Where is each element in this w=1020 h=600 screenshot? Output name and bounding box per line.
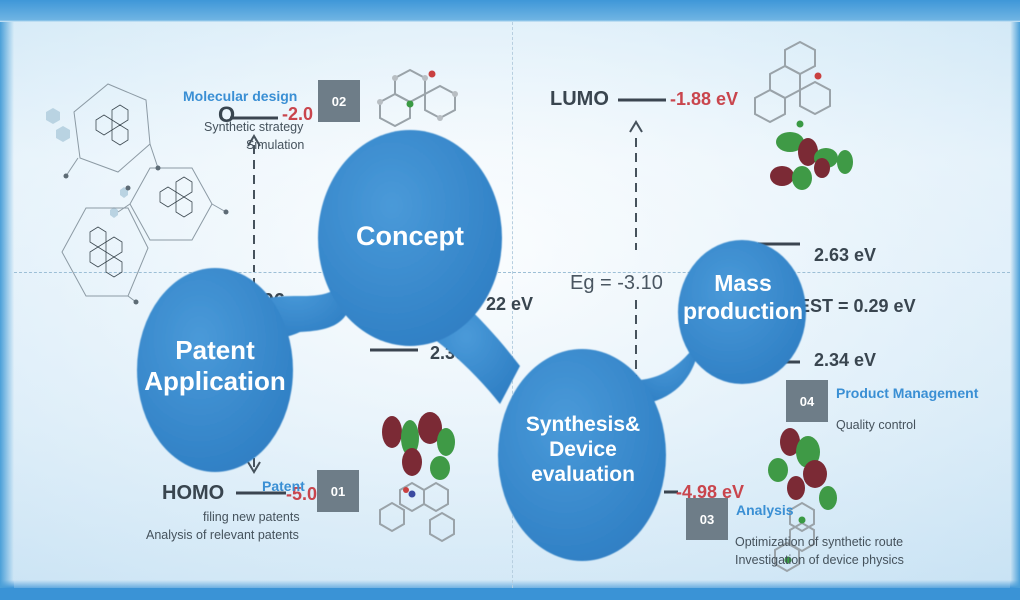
connector-synthesis-mass [640, 332, 700, 402]
s1-right-value: 2.63 eV [814, 245, 877, 265]
stage-title-patent: Patent [262, 478, 305, 494]
left-edge-shade [0, 22, 14, 588]
molecule-bottom-right [768, 428, 837, 573]
arrowhead-left-up [247, 134, 261, 147]
bubble-patent-application [137, 268, 293, 472]
stage-title-analysis: Analysis [736, 502, 794, 518]
stage-desc-analysis-1: Optimization of synthetic route [735, 535, 904, 549]
homo-left-value: -5.0 [286, 484, 318, 504]
bubble-label-patent-line1: Patent [175, 335, 255, 365]
bubble-label-mass-line2: production [682, 297, 804, 324]
homo-left-label: HOMO [162, 482, 225, 504]
bubble-label-patent-line2: Application [144, 366, 286, 397]
stage-desc-patent-2: Analysis of relevant patents [146, 528, 299, 542]
stage-title-molecular-design: Molecular design [183, 88, 298, 104]
eg-label: Eg = -3.10 [570, 272, 663, 294]
molecule-top-right [754, 40, 831, 128]
molecule-top-center [377, 68, 458, 128]
lumo-right-label: LUMO [550, 88, 609, 110]
orbital-lobes-top-right [770, 132, 853, 190]
molecule-bottom-center [379, 412, 455, 543]
bubble-label-patent: Patent Application [135, 335, 295, 397]
bubble-label-synthesis: Synthesis& Device evaluation [508, 412, 658, 488]
bubble-synthesis [498, 349, 666, 561]
stage-number-01: 01 [317, 470, 359, 512]
lumo-left-value: -2.0 [282, 104, 314, 124]
bubble-label-synthesis-line3: evaluation [531, 463, 635, 487]
est-label: EST = 0.29 eV [798, 296, 916, 316]
lumo-left-label: O [218, 102, 236, 127]
stage-desc-molecular-design-2: Simulation [246, 138, 305, 152]
stage-desc-product-management-1: Quality control [836, 418, 916, 432]
stage-desc-patent-1: filing new patents [203, 510, 300, 524]
stage-title-product-management: Product Management [836, 385, 979, 401]
bubble-label-mass-line1: Mass [714, 270, 772, 296]
stage-number-03: 03 [686, 498, 728, 540]
homo-right-value: -4.98 eV [676, 482, 745, 502]
t1-left-partial: 22 eV [486, 294, 534, 314]
stage-number-04: 04 [786, 380, 828, 422]
t1-right-value: 2.34 eV [814, 350, 877, 370]
bubble-concept [318, 130, 502, 346]
arrowhead-left-down [247, 461, 261, 474]
arrowhead-right-up [629, 120, 643, 133]
right-edge-shade [1010, 22, 1020, 588]
bubble-mass-production [678, 240, 806, 384]
stage-desc-analysis-2: Investigation of device physics [735, 553, 904, 567]
bubble-label-synthesis-line1: Synthesis& [525, 413, 641, 436]
dashed-gridline-vertical [512, 22, 513, 588]
lumo-right-value: -1.88 eV [670, 89, 739, 109]
bubble-label-concept: Concept [356, 221, 464, 251]
bubble-label-synthesis-line2: Device [549, 438, 617, 462]
stage-number-02: 02 [318, 80, 360, 122]
stage-desc-molecular-design-1: Synthetic strategy [204, 120, 304, 134]
bubble-label-mass: Mass production [678, 270, 808, 325]
